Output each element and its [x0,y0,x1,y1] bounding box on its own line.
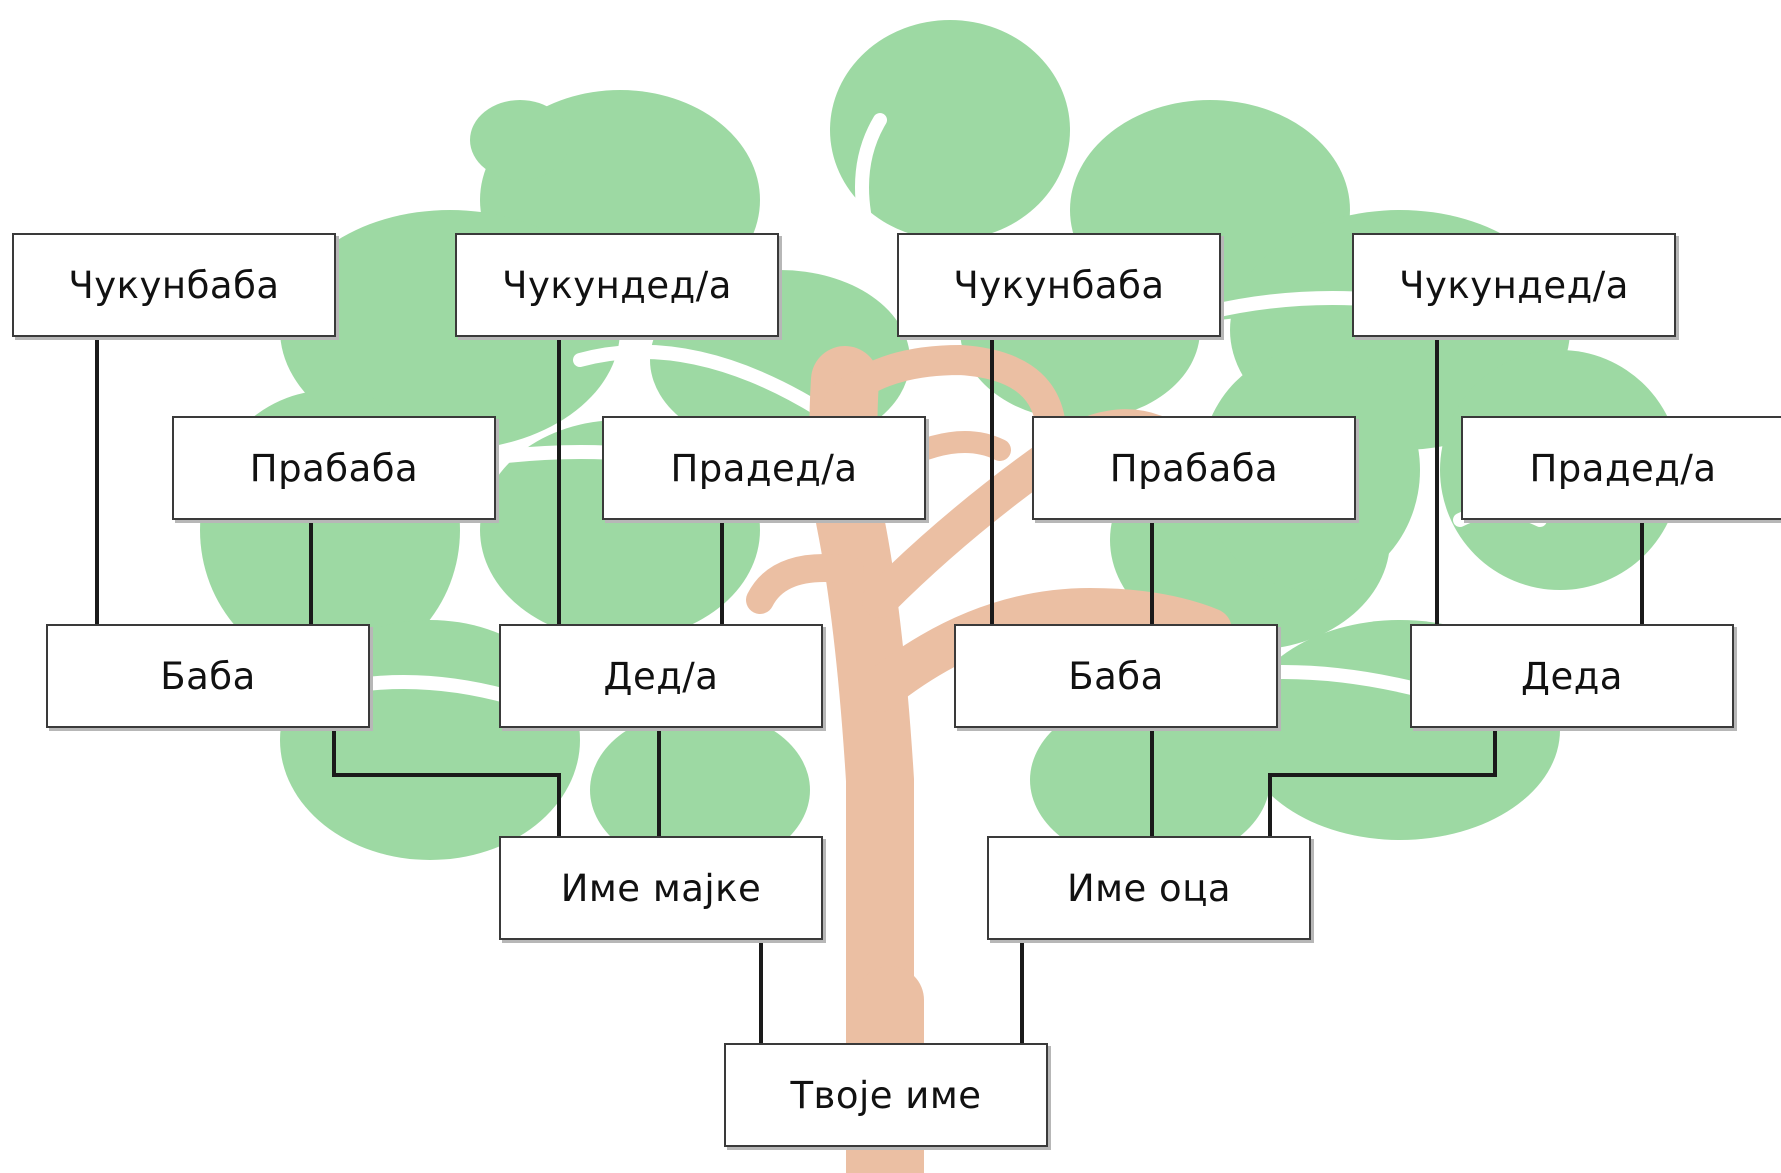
connector-lines [95,337,1644,1043]
your-name-box[interactable]: Твоје име [724,1043,1048,1147]
great-grandmother-box-2[interactable]: Прабаба [1032,416,1356,520]
great-great-grandmother-box-1[interactable]: Чукунбаба [12,233,336,337]
great-grandfather-box-1[interactable]: Прадед/а [602,416,926,520]
grandmother-box-1[interactable]: Баба [46,624,370,728]
great-grandmother-box-1[interactable]: Прабаба [172,416,496,520]
father-name-box[interactable]: Име оца [987,836,1311,940]
great-great-grandfather-box-2[interactable]: Чукундед/а [1352,233,1676,337]
grandfather-box-1[interactable]: Дед/а [499,624,823,728]
grandmother-box-2[interactable]: Баба [954,624,1278,728]
great-great-grandmother-box-2[interactable]: Чукунбаба [897,233,1221,337]
grandfather-box-2[interactable]: Деда [1410,624,1734,728]
great-great-grandfather-box-1[interactable]: Чукундед/а [455,233,779,337]
great-grandfather-box-2[interactable]: Прадед/а [1461,416,1781,520]
mother-name-box[interactable]: Име мајке [499,836,823,940]
